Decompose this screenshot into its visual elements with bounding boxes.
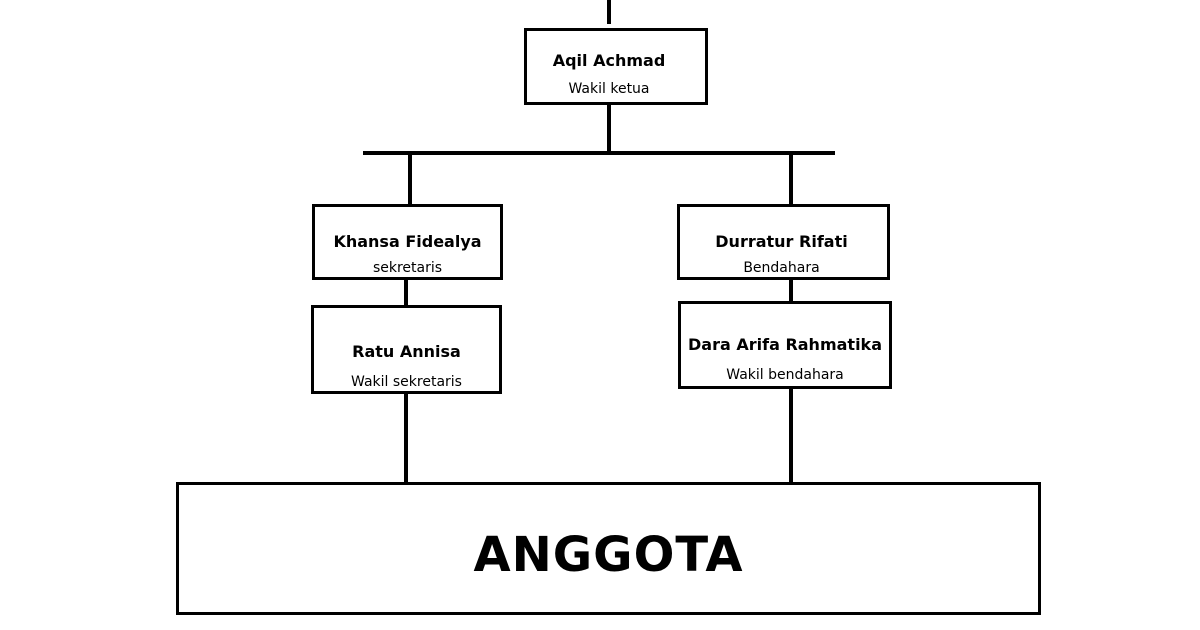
node-name: Dara Arifa Rahmatika: [688, 335, 882, 354]
connector-right-branch: [789, 155, 793, 204]
node-anggota: ANGGOTA: [176, 482, 1041, 615]
node-role: Wakil bendahara: [726, 367, 844, 383]
node-name: Ratu Annisa: [352, 342, 461, 361]
node-wakil-bendahara: Dara Arifa Rahmatika Wakil bendahara: [678, 301, 892, 389]
connector-left-branch: [408, 155, 412, 204]
anggota-label: ANGGOTA: [473, 527, 744, 583]
connector-wakil-ketua-down: [607, 104, 611, 154]
node-role: Wakil ketua: [568, 81, 650, 97]
node-wakil-sekretaris: Ratu Annisa Wakil sekretaris: [311, 305, 502, 394]
node-name: Khansa Fidealya: [333, 232, 482, 251]
node-role: Bendahara: [743, 260, 820, 276]
node-name: Aqil Achmad: [552, 51, 666, 70]
connector-sekretaris-wakil: [404, 280, 408, 306]
connector-top: [607, 0, 611, 24]
connector-left-to-anggota: [404, 394, 408, 483]
node-bendahara: Durratur Rifati Bendahara: [677, 204, 890, 280]
node-sekretaris: Khansa Fidealya sekretaris: [312, 204, 503, 280]
node-role: sekretaris: [372, 260, 443, 276]
connector-right-to-anggota: [789, 389, 793, 483]
connector-horizontal-bar: [363, 151, 835, 155]
node-name: Durratur Rifati: [715, 232, 848, 251]
node-role: Wakil sekretaris: [351, 374, 462, 390]
connector-bendahara-wakil: [789, 280, 793, 302]
node-wakil-ketua: Aqil Achmad Wakil ketua: [524, 28, 708, 105]
